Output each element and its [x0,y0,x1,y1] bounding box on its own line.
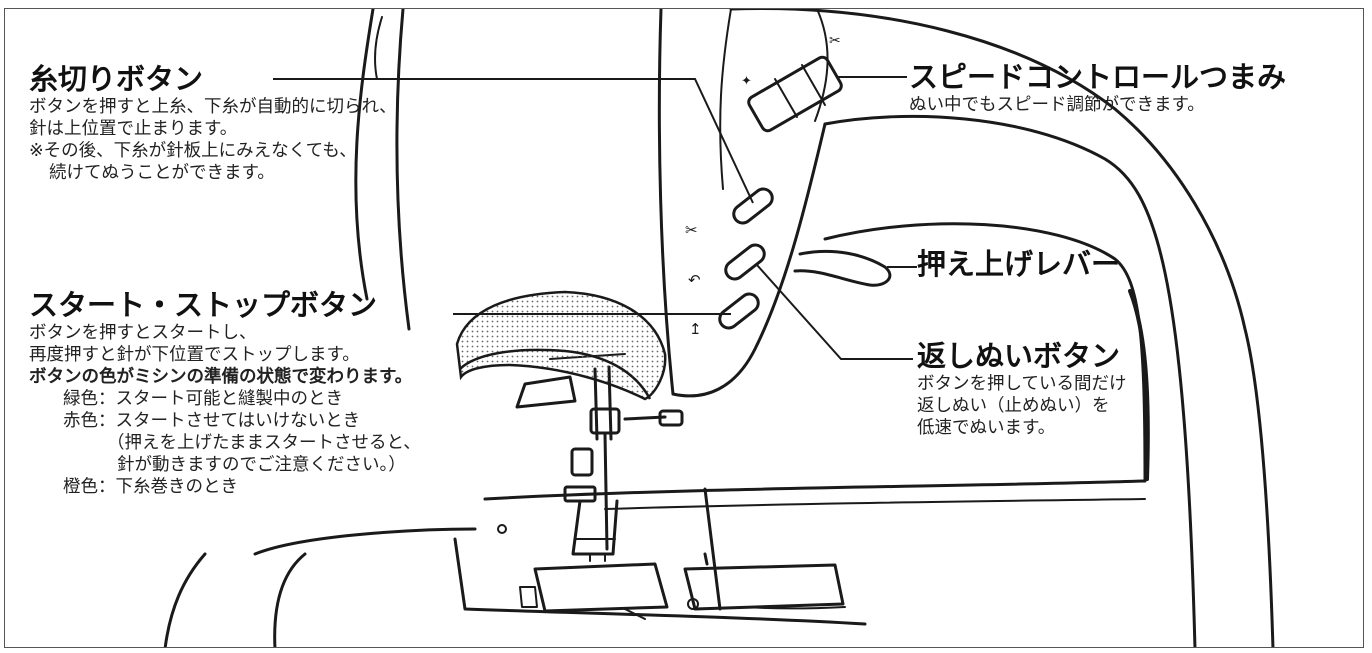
bed-line [483,479,1147,501]
speed-control-desc: ぬい中でもスピード調節ができます。 [909,95,1205,115]
needle-plate [533,562,669,613]
start-stop-desc-8: 橙色：下糸巻きのとき [63,477,238,497]
bed-line [703,487,722,611]
thread-cut-desc-4: 続けてぬうことができます。 [49,163,275,183]
machine-head-outline [814,9,829,122]
machine-head-outline [719,9,732,190]
thread-cut-button-shape [732,187,774,225]
start-stop-button-shape [455,290,667,401]
start-stop-title: スタート・ストップボタン [29,288,378,322]
callout-start-stop: スタート・ストップボタン ボタンを押すとスタートし、 再度押すと針が下位置でスト… [29,288,421,498]
sewing-machine-drawing: ✂ ✦ ✂ ↶ ↥ [163,9,1275,647]
machine-head-outline [729,9,1275,647]
machine-head-outline [657,9,675,396]
machine-head-outline [671,122,827,398]
side-lever [515,375,577,409]
presser-lever-title: 押え上げレバー [917,247,1121,281]
reverse-button-shape [724,243,766,281]
arm-curve [1128,289,1150,481]
speed-control-title: スピードコントロールつまみ [909,60,1287,94]
svg-text:↶: ↶ [688,271,701,289]
machine-head-outline [823,114,1197,647]
start-stop-desc-6: （押えを上げたままスタートさせると、 [107,433,421,453]
reverse-stitch-desc-2: 返しぬい（止めぬい）を [917,396,1110,416]
callout-presser-lever: 押え上げレバー [917,247,1120,281]
bed-line [163,552,207,647]
svg-text:↥: ↥ [689,320,702,338]
feed-plate [519,586,538,608]
start-stop-desc-2: 再度押すと針が下位置でストップします。 [29,345,360,365]
callout-thread-cut: 糸切りボタン ボタンを押すと上糸、下糸が自動的に切られ、 針は上位置で止まります… [29,62,397,184]
needle-position-button-shape [718,292,760,330]
panel-line [395,9,411,331]
thread-cut-desc-2: 針は上位置で止まります。 [29,119,238,139]
svg-text:✂: ✂ [829,33,841,49]
leader-reverse [756,264,913,360]
thread-cut-title: 糸切りボタン [29,62,204,96]
speed-slider-shape [747,55,843,133]
panel-line [354,9,375,301]
bed-line [453,537,867,626]
start-stop-desc-1: ボタンを押すとスタートし、 [29,323,257,343]
svg-text:✦: ✦ [741,74,752,89]
start-stop-desc-4: 緑色：スタート可能と縫製中のとき [63,389,343,409]
start-stop-desc-5: 赤色：スタートさせてはいけないとき [63,411,361,431]
start-stop-desc-7: 針が動きますのでご注意ください。） [117,455,406,475]
reverse-stitch-title: 返しぬいボタン [917,339,1121,373]
leader-thread-cut [273,78,754,204]
svg-text:✂: ✂ [685,221,698,239]
start-stop-desc-3: ボタンの色がミシンの準備の状態で変わります。 [29,367,413,387]
presser-lever-shape [793,249,892,287]
callout-speed-control: スピードコントロールつまみ ぬい中でもスピード調節ができます。 [909,60,1286,116]
thread-cut-desc-1: ボタンを押すと上糸、下糸が自動的に切られ、 [29,97,397,117]
diagram-frame: ✂ ✦ ✂ ↶ ↥ 糸切りボタン ボタンを押すと上糸、下糸が自動的に切られ、 針… [4,8,1364,648]
panel-line [373,16,383,80]
feed-plate [683,563,845,611]
reverse-stitch-desc-1: ボタンを押している間だけ [917,374,1127,394]
reverse-stitch-desc-3: 低速でぬいます。 [917,418,1056,438]
bed-line [604,498,1146,510]
thread-cut-desc-3: ※その後、下糸が針板上にみえなくても、 [29,141,357,161]
bed-line [253,527,477,556]
callout-reverse-stitch: 返しぬいボタン ボタンを押している間だけ 返しぬい（止めぬい）を 低速でぬいます… [917,339,1126,439]
bed-line [273,552,307,647]
arm-curve [823,222,1147,481]
